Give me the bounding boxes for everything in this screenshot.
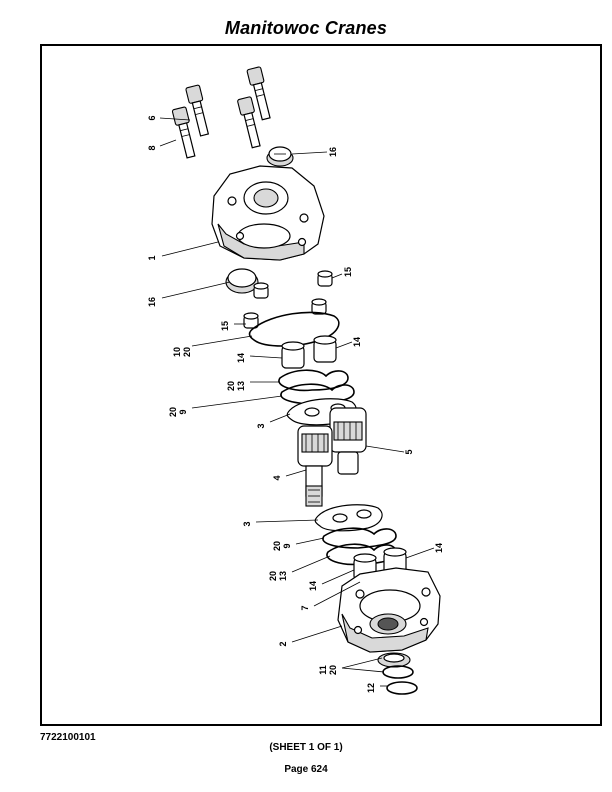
callout-20-c: 20: [168, 407, 178, 417]
callout-13-b: 13: [278, 571, 288, 581]
callout-labels: 6 8 16 1 15 16 15 10 20 14 14 20 13 20 9…: [147, 115, 444, 693]
callout-11: 11: [318, 665, 328, 675]
bushings-upper: [281, 335, 337, 369]
callout-14-a: 14: [236, 353, 246, 363]
callout-12: 12: [366, 683, 376, 693]
callout-16-left: 16: [147, 297, 157, 307]
sheet-indicator: (SHEET 1 OF 1): [269, 742, 343, 753]
body-housing: [337, 567, 441, 653]
page-title: Manitowoc Cranes: [224, 18, 388, 38]
plug-top: [266, 146, 294, 167]
callout-20-f: 20: [328, 665, 338, 675]
seal-upper: [278, 369, 349, 392]
drawing-part-number: 7722100101: [40, 732, 96, 743]
callout-5: 5: [404, 449, 414, 454]
callout-16-top: 16: [328, 147, 338, 157]
exploded-pump-diagram: 6 8 16 1 15 16 15 10 20 14 14 20 13 20 9…: [147, 66, 444, 695]
callout-20-b: 20: [226, 381, 236, 391]
cap-screws: [171, 66, 271, 159]
callout-3-b: 3: [242, 521, 252, 526]
callout-1: 1: [147, 255, 157, 260]
callout-7: 7: [300, 605, 310, 610]
shaft-seals: [377, 652, 414, 679]
callout-14-b: 14: [352, 337, 362, 347]
backup-seal-lower: [322, 527, 397, 549]
callout-9-b: 9: [282, 543, 292, 548]
callout-3-a: 3: [256, 423, 266, 428]
callout-14-c: 14: [308, 581, 318, 591]
callout-14-d: 14: [434, 543, 444, 553]
diagram-frame: 6 8 16 1 15 16 15 10 20 14 14 20 13 20 9…: [40, 44, 602, 726]
callout-4: 4: [272, 475, 282, 480]
retaining-ring: [386, 681, 418, 695]
callout-10: 10: [172, 347, 182, 357]
page-number: Page 624: [284, 764, 328, 775]
callout-15-right: 15: [343, 267, 353, 277]
callout-20-a: 20: [182, 347, 192, 357]
callout-6: 6: [147, 115, 157, 120]
callout-9-a: 9: [178, 409, 188, 414]
gear-set: [297, 407, 367, 507]
backup-seal-upper: [280, 383, 355, 405]
callout-20-d: 20: [272, 541, 282, 551]
callout-2: 2: [278, 641, 288, 646]
cover-housing: [211, 165, 325, 261]
plug-left: [225, 268, 259, 294]
callout-8: 8: [147, 145, 157, 150]
callout-13-a: 13: [236, 381, 246, 391]
callout-15-left: 15: [220, 321, 230, 331]
bushings-cover: [243, 270, 333, 329]
leader-lines: [159, 117, 435, 687]
wear-plate-lower: [314, 504, 383, 532]
callout-20-e: 20: [268, 571, 278, 581]
